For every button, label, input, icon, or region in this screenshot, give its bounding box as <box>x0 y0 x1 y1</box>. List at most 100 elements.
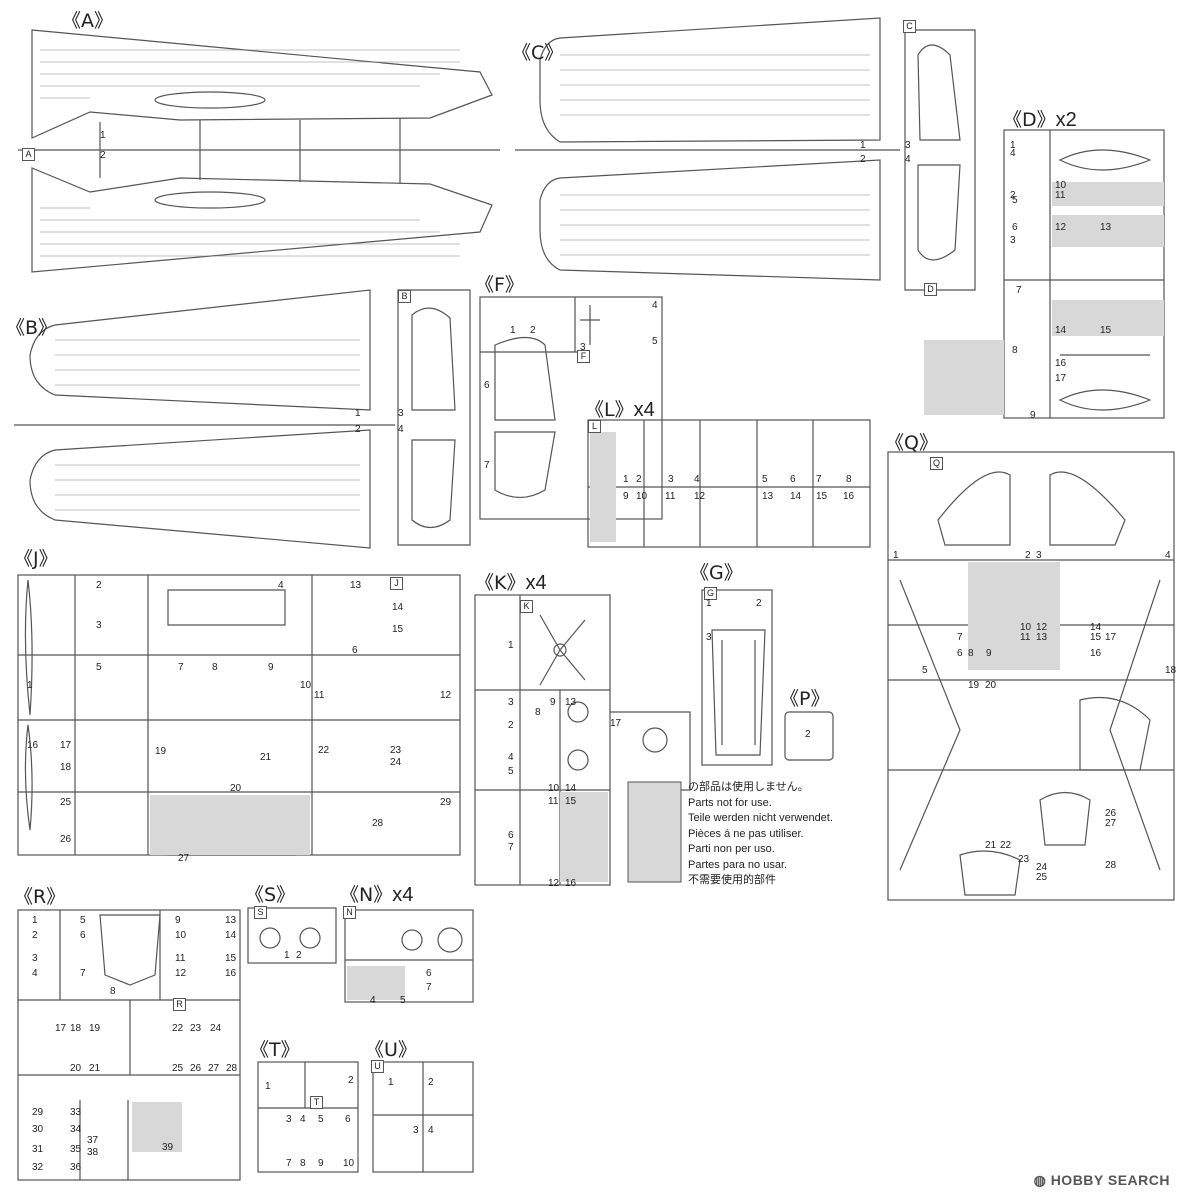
part-number-j: 19 <box>155 746 167 757</box>
part-number-k: 9 <box>550 697 556 708</box>
part-number-r: 3 <box>32 953 38 964</box>
part-number-d: 14 <box>1055 325 1067 336</box>
sprue-label-g: 《G》 <box>690 562 743 584</box>
sprue-tag-d: D <box>924 283 937 296</box>
part-number-d: 3 <box>1010 235 1016 246</box>
notice-line: Parts not for use. <box>688 796 772 809</box>
part-number-a: 1 <box>100 130 106 141</box>
part-number-r: 8 <box>110 986 116 997</box>
part-number-r: 33 <box>70 1107 82 1118</box>
sprue-tag-g: G <box>704 587 717 600</box>
part-number-j: 18 <box>60 762 72 773</box>
part-number-r: 30 <box>32 1124 44 1135</box>
part-number-f: 6 <box>484 380 490 391</box>
part-number-u: 2 <box>428 1077 434 1088</box>
part-number-q: 2 <box>1025 550 1031 561</box>
part-number-r: 11 <box>175 953 186 964</box>
part-number-r: 14 <box>225 930 237 941</box>
fuselage-half-a1 <box>31 29 493 139</box>
part-number-j: 11 <box>314 690 325 701</box>
part-number-q: 7 <box>957 632 963 643</box>
part-number-j: 29 <box>440 797 452 808</box>
notice-line: Partes para no usar. <box>688 858 788 871</box>
part-number-t: 9 <box>318 1158 324 1169</box>
part-number-j: 4 <box>278 580 284 591</box>
sprue-qty-l: x4 <box>633 399 655 421</box>
part-number-r: 36 <box>70 1162 82 1173</box>
part-number-n: 4 <box>370 995 376 1006</box>
unused-region-j-25-27 <box>150 795 310 855</box>
part-number-l: 7 <box>816 474 822 485</box>
part-number-r: 16 <box>225 968 237 979</box>
part-number-q: 4 <box>1165 550 1171 561</box>
unused-parts-notice: の部品は使用しません。 Parts not for use. Teile wer… <box>688 780 833 889</box>
part-number-k: 13 <box>565 697 577 708</box>
part-number-c: 3 <box>905 140 911 151</box>
part-number-b: 2 <box>355 424 361 435</box>
part-number-k: 6 <box>508 830 514 841</box>
part-number-q: 8 <box>968 648 974 659</box>
part-number-g: 2 <box>756 598 762 609</box>
part-number-q: 24 <box>1036 862 1048 873</box>
part-number-d: 2 <box>1010 190 1016 201</box>
part-number-t: 3 <box>286 1114 292 1125</box>
part-number-q: 13 <box>1036 632 1048 643</box>
part-number-j: 21 <box>260 752 272 763</box>
part-number-j: 16 <box>27 740 39 751</box>
part-number-q: 17 <box>1105 632 1117 643</box>
part-number-j: 27 <box>178 853 190 864</box>
part-number-j: 15 <box>392 624 404 635</box>
part-number-j: 10 <box>300 680 312 691</box>
part-number-j: 13 <box>350 580 362 591</box>
part-number-r: 10 <box>175 930 187 941</box>
part-number-k: 17 <box>610 718 622 729</box>
part-number-l: 15 <box>816 491 828 502</box>
part-number-c: 4 <box>905 154 911 165</box>
sprue-label-u: 《U》 <box>365 1039 417 1061</box>
part-number-c: 1 <box>860 140 866 151</box>
sprue-tag-r: R <box>173 998 186 1011</box>
part-number-q: 14 <box>1090 622 1102 633</box>
unused-region-d-2-3 <box>924 340 1004 415</box>
unused-region-d-12-13 <box>1052 215 1164 247</box>
part-number-d: 1 <box>1010 140 1016 151</box>
part-number-d: 15 <box>1100 325 1112 336</box>
part-number-q: 21 <box>985 840 997 851</box>
part-number-j: 25 <box>60 797 72 808</box>
part-number-k: 14 <box>565 783 577 794</box>
sprue-tag-q: Q <box>930 457 943 470</box>
watermark-logo: ◍ HOBBY SEARCH <box>1033 1172 1170 1188</box>
part-number-c: 2 <box>860 154 866 165</box>
sprue-tag-k: K <box>520 600 533 613</box>
part-number-l: 16 <box>843 491 855 502</box>
part-number-l: 12 <box>694 491 706 502</box>
part-number-d: 6 <box>1012 222 1018 233</box>
part-number-t: 7 <box>286 1158 292 1169</box>
part-number-q: 3 <box>1036 550 1042 561</box>
part-number-r: 21 <box>89 1063 101 1074</box>
part-number-q: 25 <box>1036 872 1048 883</box>
sprue-qty-n: x4 <box>392 884 414 906</box>
part-number-j: 9 <box>268 662 274 673</box>
sprue-qty-k: x4 <box>525 572 547 594</box>
part-number-j: 23 <box>390 745 402 756</box>
part-number-d: 9 <box>1030 410 1036 421</box>
sprue-tag-s: S <box>254 906 267 919</box>
part-number-q: 15 <box>1090 632 1102 643</box>
part-number-k: 11 <box>548 796 559 807</box>
part-number-q: 28 <box>1105 860 1117 871</box>
sprue-label-c: 《C》 <box>512 42 564 64</box>
part-number-l: 11 <box>665 491 676 502</box>
propeller-k <box>539 614 586 686</box>
wing-b-bottom <box>29 429 371 549</box>
part-number-f: 3 <box>580 342 586 353</box>
wing-c-bottom <box>539 159 881 281</box>
part-number-k: 1 <box>508 640 514 651</box>
part-number-n: 7 <box>426 982 432 993</box>
part-number-r: 26 <box>190 1063 202 1074</box>
notice-line: Pièces á ne pas utiliser. <box>688 827 804 840</box>
part-number-r: 34 <box>70 1124 82 1135</box>
part-number-s: 2 <box>296 950 302 961</box>
part-number-r: 12 <box>175 968 187 979</box>
